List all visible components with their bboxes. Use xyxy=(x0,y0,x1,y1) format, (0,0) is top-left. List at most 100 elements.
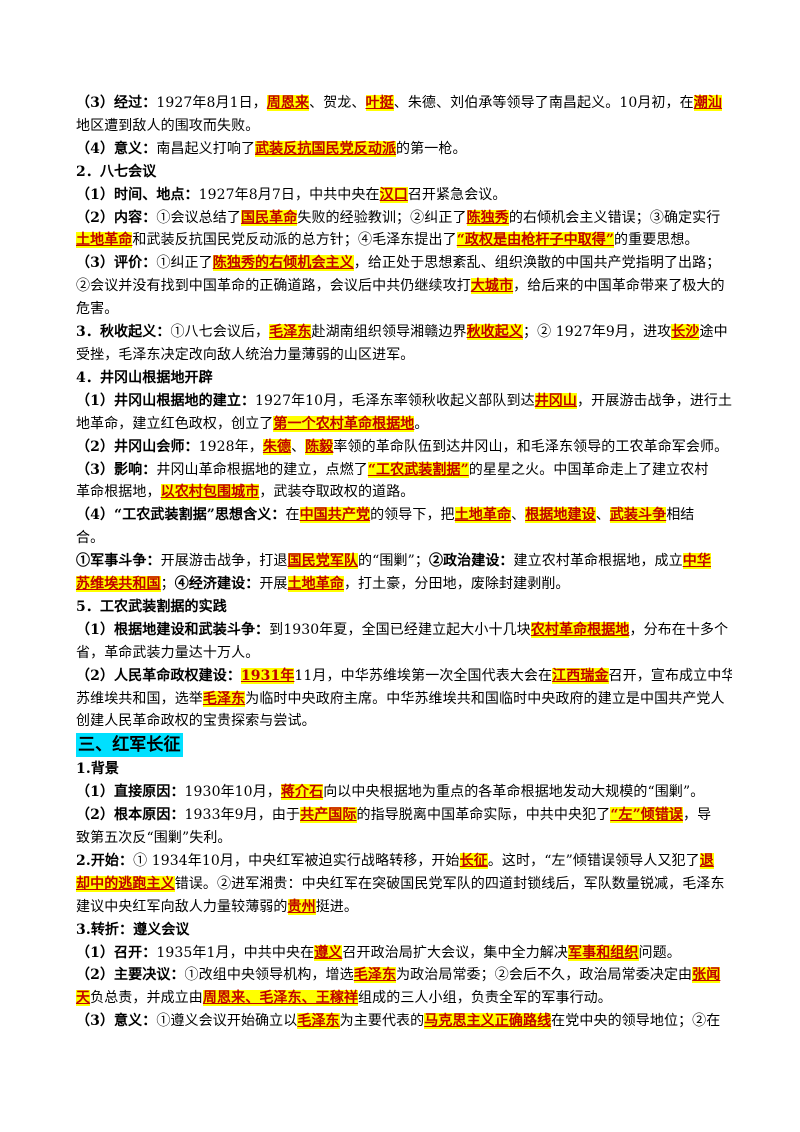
text-line: 地区遭到敌人的围攻而失败。 xyxy=(76,115,732,138)
text-line: ①军事斗争：开展游击战争，打退国民党军队的“围剿”；②政治建设：建立农村革命根据… xyxy=(76,550,732,573)
bold-label: （3）影响： xyxy=(76,461,157,478)
body-text: 为临时中央政府主席。中华苏维埃共和国临时中央政府的建立是中国共产党人 xyxy=(245,690,725,707)
text-line: （3）影响：井冈山革命根据地的建立，点燃了“工农武装割据”的星星之火。中国革命走… xyxy=(76,459,732,482)
body-text: ，给后来的中国革命带来了极大的 xyxy=(513,278,725,295)
body-text: 11月，中华苏维埃第一次全国代表大会在 xyxy=(294,667,553,684)
bold-label: 2．八七会议 xyxy=(76,163,157,180)
text-line: （1）井冈山根据地的建立：1927年10月，毛泽东率领秋收起义部队到达井冈山，开… xyxy=(76,390,732,413)
text-line: （3）评价：①纠正了陈独秀的右倾机会主义，给正处于思想紊乱、组织涣散的中国共产党… xyxy=(76,252,732,275)
text-line: 致第五次反“围剿”失利。 xyxy=(76,827,732,850)
body-text: 苏维埃共和国，选举 xyxy=(76,690,203,707)
body-text: ①八七会议后， xyxy=(170,324,270,341)
body-text: 在 xyxy=(285,507,300,524)
body-text: 的右倾机会主义错误；③确定实行 xyxy=(508,209,721,226)
text-line: （4）“工农武装割据”思想含义：在中国共产党的领导下，把土地革命、根据地建设、武… xyxy=(76,504,732,527)
highlighted-keyword: “左”倾错误 xyxy=(610,807,684,824)
body-text: ，武装夺取政权的道路。 xyxy=(259,484,415,501)
highlighted-keyword: 长沙 xyxy=(671,324,700,341)
body-text: 失败的经验教训；②纠正了 xyxy=(297,209,467,226)
body-text: 的领导下，把 xyxy=(370,507,455,524)
body-text: 召开政治局扩大会议，集中全力解决 xyxy=(342,944,568,961)
body-text: 致第五次反“围剿”失利。 xyxy=(76,830,232,846)
body-text: ①遵义会议开始确立以 xyxy=(156,1013,298,1030)
bold-label: ①军事斗争： xyxy=(76,553,161,570)
highlighted-keyword: 第一个农村革命根据地 xyxy=(273,415,415,432)
highlighted-keyword: 苏维埃共和国 xyxy=(76,576,161,593)
text-line: （2）人民革命政权建设：1931年11月，中华苏维埃第一次全国代表大会在江西瑞金… xyxy=(76,665,732,688)
body-text: 危害。 xyxy=(76,301,119,318)
highlighted-keyword: “政权是由枪杆子中取得” xyxy=(456,232,615,249)
body-text: 1927年10月，毛泽东率领秋收起义部队到达 xyxy=(255,392,535,409)
text-line: 地革命，建立红色政权，创立了第一个农村革命根据地。 xyxy=(76,413,732,436)
body-text: ，分布在十多个 xyxy=(629,621,729,638)
body-text: 错误。②进军湘贵：中央红军在突破国民党军队的四道封锁线后，军队数量锐减，毛泽东 xyxy=(174,875,725,892)
section-heading: 三、红军长征 xyxy=(76,733,183,758)
body-text: 组成的三人小组，负责全军的军事行动。 xyxy=(358,990,612,1007)
body-text: ①纠正了 xyxy=(156,255,213,272)
highlighted-keyword: “工农武装割据” xyxy=(367,461,469,478)
text-line: 却中的逃跑主义错误。②进军湘贵：中央红军在突破国民党军队的四道封锁线后，军队数量… xyxy=(76,873,732,896)
text-line: （2）井冈山会师：1928年，朱德、陈毅率领的革命队伍到达井冈山，和毛泽东领导的… xyxy=(76,436,732,459)
bold-label: （2）根本原因： xyxy=(76,807,185,824)
highlighted-keyword: 国民党军队 xyxy=(287,553,359,570)
text-line: 2．八七会议 xyxy=(76,161,732,184)
text-line: 省，革命武装力量达十万人。 xyxy=(76,642,732,665)
highlighted-keyword: 陈独秀的右倾机会主义 xyxy=(212,255,354,272)
highlighted-keyword: 陈毅 xyxy=(305,438,334,455)
highlighted-keyword: 张闻 xyxy=(692,967,721,984)
body-text: 为政治局常委；②会后不久，政治局常委决定由 xyxy=(396,967,693,984)
highlighted-keyword: 秋收起义 xyxy=(466,324,523,341)
highlighted-keyword: 土地革命 xyxy=(287,576,344,593)
bold-label: （4）意义： xyxy=(76,140,157,157)
bold-label: （2）内容： xyxy=(76,209,157,226)
highlighted-keyword: 国民革命 xyxy=(240,209,298,226)
highlighted-keyword: 大城市 xyxy=(470,278,514,295)
highlighted-keyword: 毛泽东 xyxy=(297,1013,340,1030)
body-text: 开展 xyxy=(259,576,288,593)
highlighted-keyword: 却中的逃跑主义 xyxy=(76,875,175,892)
body-text: 、贺龙、 xyxy=(309,95,366,111)
text-line: 3．秋收起义：①八七会议后，毛泽东赴湖南组织领导湘赣边界秋收起义；② 1927年… xyxy=(76,321,732,344)
body-text: ，开展游击战争，进行土 xyxy=(577,392,732,409)
text-line: 天负总责，并成立由周恩来、毛泽东、王稼祥组成的三人小组，负责全军的军事行动。 xyxy=(76,987,732,1010)
body-text: ①会议总结了 xyxy=(156,209,241,226)
bold-label: 5．工农武装割据的实践 xyxy=(76,598,227,615)
text-line: （1）根据地建设和武装斗争：到1930年夏，全国已经建立起大小十几块农村革命根据… xyxy=(76,619,732,642)
body-text: 1927年8月1日， xyxy=(156,95,267,111)
highlighted-keyword: 毛泽东 xyxy=(269,324,312,341)
text-line: （2）内容：①会议总结了国民革命失败的经验教训；②纠正了陈独秀的右倾机会主义错误… xyxy=(76,207,732,230)
body-text: 建立农村革命根据地，成立 xyxy=(513,553,683,570)
text-line: 创建人民革命政权的宝贵探索与尝试。 xyxy=(76,710,732,733)
body-text: 革命根据地， xyxy=(76,484,161,501)
body-text: 地区遭到敌人的围攻而失败。 xyxy=(76,117,260,134)
body-text: 1935年1月，中共中央在 xyxy=(156,944,315,961)
body-text: ，打土豪，分田地，废除封建剥削。 xyxy=(343,576,570,593)
body-text: 1933年9月，由于 xyxy=(184,807,301,824)
bold-label: （3）经过： xyxy=(76,95,157,111)
highlighted-keyword: 武装斗争 xyxy=(609,507,667,524)
body-text: 。 xyxy=(414,415,429,432)
body-text: 、 xyxy=(595,507,610,524)
body-text: 、朱德、刘伯承等领导了南昌起义。10月初，在 xyxy=(393,95,694,111)
text-line: 革命根据地，以农村包围城市，武装夺取政权的道路。 xyxy=(76,481,732,504)
body-text: ； xyxy=(160,576,175,593)
body-text: 、 xyxy=(511,507,526,524)
highlighted-keyword: 以农村包围城市 xyxy=(160,484,260,501)
body-text: ①改组中央领导机构，增选 xyxy=(184,967,354,984)
text-line: 4．井冈山根据地开辟 xyxy=(76,367,732,390)
highlighted-keyword: 蒋介石 xyxy=(280,784,324,801)
highlighted-keyword: 共产国际 xyxy=(300,807,357,824)
highlighted-keyword: 陈独秀 xyxy=(466,209,509,226)
text-line: （3）意义：①遵义会议开始确立以毛泽东为主要代表的马克思主义正确路线在党中央的领… xyxy=(76,1010,732,1033)
highlighted-keyword: 土地革命 xyxy=(454,507,512,524)
text-line: 合。 xyxy=(76,527,732,550)
body-text: 建议中央红军向敌人力量较薄弱的 xyxy=(76,898,288,915)
body-text: 的星星之火。中国革命走上了建立农村 xyxy=(468,461,709,478)
body-text: 井冈山革命根据地的建立，点燃了 xyxy=(156,461,368,478)
highlighted-keyword: 军事和组织 xyxy=(568,944,639,961)
text-line: （2）主要决议：①改组中央领导机构，增选毛泽东为政治局常委；②会后不久，政治局常… xyxy=(76,964,732,987)
body-text: 向以中央根据地为重点的各革命根据地发动大规模的“围剿”。 xyxy=(323,784,705,801)
text-line: （2）根本原因：1933年9月，由于共产国际的指导脱离中国革命实际，中共中央犯了… xyxy=(76,804,732,827)
body-text: 的第一枪。 xyxy=(396,140,467,157)
